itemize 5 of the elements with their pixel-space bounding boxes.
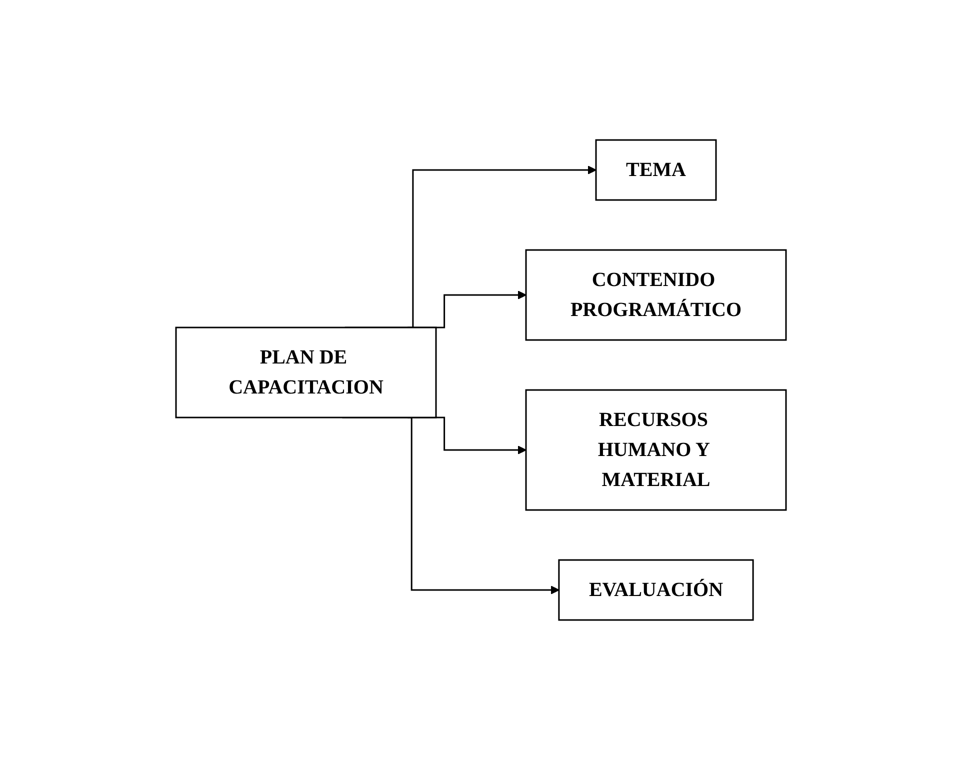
node-box: PLAN DE CAPACITACION <box>174 326 436 418</box>
node-box: RECURSOS HUMANO Y MATERIAL <box>524 389 786 511</box>
node-box: CONTENIDO PROGRAMÁTICO <box>524 249 786 341</box>
node-box: EVALUACIÓN <box>558 559 754 621</box>
node-box: TEMA <box>594 139 716 201</box>
